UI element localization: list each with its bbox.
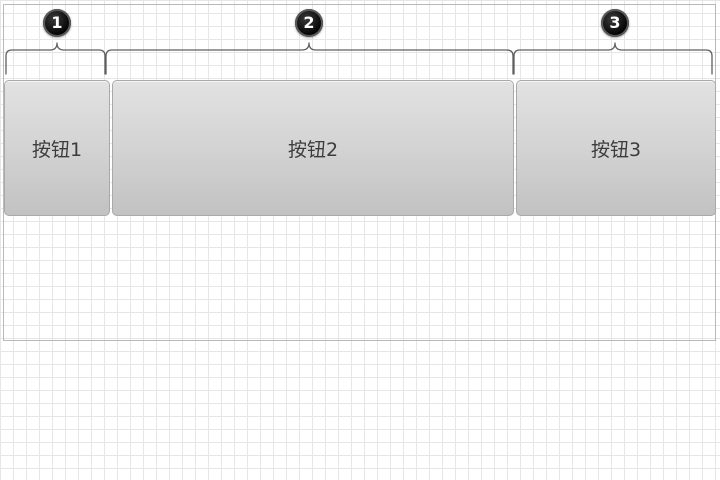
button-1[interactable]: 按钮1 [4, 80, 110, 216]
marker-1: 1 [43, 9, 71, 37]
width-brackets [5, 42, 713, 75]
bracket-2 [105, 42, 514, 75]
bracket-3 [513, 42, 713, 75]
marker-2: 2 [295, 9, 323, 37]
bracket-1 [5, 42, 106, 75]
marker-3: 3 [601, 9, 629, 37]
button-2[interactable]: 按钮2 [112, 80, 514, 216]
button-3[interactable]: 按钮3 [516, 80, 716, 216]
